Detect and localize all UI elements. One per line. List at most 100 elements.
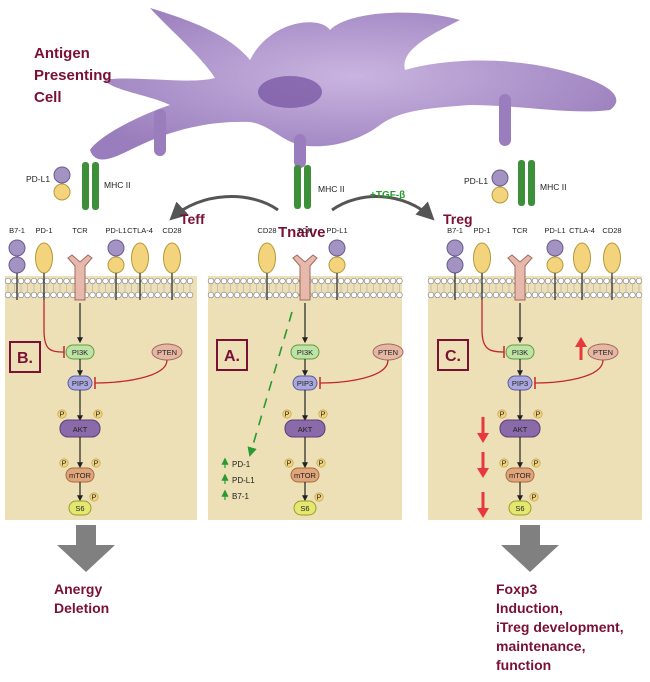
phospho-tag xyxy=(316,458,326,468)
receptor-cd28: CD28 xyxy=(162,226,182,300)
svg-text:MHC II: MHC II xyxy=(104,180,130,190)
teff-label: Teff xyxy=(180,211,205,227)
tnaive-label: Tnaive xyxy=(278,224,326,241)
svg-text:Foxp3: Foxp3 xyxy=(496,581,537,597)
receptor-label: PD-L1 xyxy=(326,226,347,235)
receptor-label: PD-1 xyxy=(35,226,52,235)
phospho-tag xyxy=(497,409,507,419)
phospho-label: P xyxy=(316,492,321,501)
phospho-label: P xyxy=(318,458,323,467)
upregulated-label: B7-1 xyxy=(232,492,249,501)
svg-text:Presenting: Presenting xyxy=(34,67,112,84)
receptor-tcr: TCR xyxy=(292,226,318,301)
receptor-tcr: TCR xyxy=(67,226,93,301)
svg-text:Induction,: Induction, xyxy=(496,600,563,616)
red-arrowhead-down xyxy=(477,433,489,443)
svg-text:Antigen: Antigen xyxy=(34,45,90,62)
pi3k-node-label: PI3K xyxy=(72,348,88,357)
phospho-label: P xyxy=(531,492,536,501)
receptor-label: CD28 xyxy=(602,226,621,235)
pten-inhibition xyxy=(319,359,389,384)
cytoplasm xyxy=(428,276,642,520)
panel-letter-box xyxy=(216,339,248,371)
phospho-label: P xyxy=(284,409,289,418)
membrane-bilayer xyxy=(427,277,643,299)
mtor-node-label: mTOR xyxy=(294,471,317,480)
receptor-tcr: TCR xyxy=(507,226,533,301)
s6-node-label: S6 xyxy=(300,504,309,513)
receptor-label: TCR xyxy=(297,226,313,235)
apc-molecules-right: PD-L1 MHC II xyxy=(464,160,566,206)
svg-text:Cell: Cell xyxy=(34,89,62,106)
phospho-label: P xyxy=(320,409,325,418)
pten-inhibition xyxy=(94,359,168,384)
receptor-label: PD-L1 xyxy=(105,226,126,235)
svg-text:PD-L1: PD-L1 xyxy=(464,176,488,186)
pip3-node-label: PIP3 xyxy=(72,379,88,388)
akt-label: AKT xyxy=(298,425,313,434)
receptor-b71: B7-1 xyxy=(8,226,26,300)
receptor-pdl1: PD-L1 xyxy=(105,226,127,300)
cell-title: Antigen Presenting Cell xyxy=(34,45,112,106)
panel-letter: A. xyxy=(224,348,240,365)
outcome-treg: Foxp3 Induction, iTreg development, main… xyxy=(496,525,624,673)
svg-text:PD-L1: PD-L1 xyxy=(26,174,50,184)
pip3-node-label: PIP3 xyxy=(512,379,528,388)
pi3k-node-label: PI3K xyxy=(512,348,528,357)
phospho-label: P xyxy=(501,458,506,467)
phospho-label: P xyxy=(286,458,291,467)
svg-text:maintenance,: maintenance, xyxy=(496,638,585,654)
phospho-label: P xyxy=(535,409,540,418)
receptor-label: PD-1 xyxy=(473,226,490,235)
s6-node-label: S6 xyxy=(75,504,84,513)
phospho-label: P xyxy=(499,409,504,418)
receptor-label: B7-1 xyxy=(447,226,463,235)
pten-label: PTEN xyxy=(593,348,613,357)
receptor-label: TCR xyxy=(72,226,88,235)
receptor-label: CD28 xyxy=(257,226,276,235)
receptor-b71: B7-1 xyxy=(446,226,464,300)
antigen-presenting-cell xyxy=(90,8,617,168)
phospho-tag xyxy=(91,458,101,468)
pi3k-node-label: PI3K xyxy=(297,348,313,357)
svg-text:MHC II: MHC II xyxy=(318,184,344,194)
phospho-label: P xyxy=(95,409,100,418)
panel-letter-box xyxy=(437,339,469,371)
receptor-ctla4: CTLA-4 xyxy=(569,226,595,300)
apc-molecules-center: MHC II xyxy=(294,165,344,209)
receptor-label: B7-1 xyxy=(9,226,25,235)
svg-text:iTreg development,: iTreg development, xyxy=(496,619,624,635)
svg-text:Deletion: Deletion xyxy=(54,600,109,616)
phospho-label: P xyxy=(91,492,96,501)
outcome-teff: Anergy Deletion xyxy=(54,525,115,616)
upregulated-label: PD-1 xyxy=(232,460,251,469)
cytoplasm xyxy=(5,276,197,520)
mtor-node-label: mTOR xyxy=(509,471,532,480)
s6-node xyxy=(68,500,92,516)
apc-molecules-left: PD-L1 MHC II xyxy=(26,162,130,210)
phospho-tag xyxy=(531,458,541,468)
mtor-node-label: mTOR xyxy=(69,471,92,480)
phospho-label: P xyxy=(61,458,66,467)
phospho-tag xyxy=(529,492,539,502)
red-arrowhead-up xyxy=(575,337,587,347)
panel-letter: B. xyxy=(17,350,33,367)
red-arrowhead-down xyxy=(477,468,489,478)
receptor-pdl1: PD-L1 xyxy=(544,226,566,300)
receptor-pdl1: PD-L1 xyxy=(326,226,348,300)
phospho-tag xyxy=(93,409,103,419)
tgfb-label: +TGF-β xyxy=(370,190,405,201)
green-dashed-arrow xyxy=(247,311,293,457)
receptor-label: TCR xyxy=(512,226,528,235)
pten-label: PTEN xyxy=(157,348,177,357)
phospho-label: P xyxy=(93,458,98,467)
svg-text:MHC II: MHC II xyxy=(540,182,566,192)
receptor-pd1: PD-1 xyxy=(35,226,53,300)
receptor-label: CTLA-4 xyxy=(569,226,595,235)
pten-label: PTEN xyxy=(378,348,398,357)
phospho-tag xyxy=(318,409,328,419)
